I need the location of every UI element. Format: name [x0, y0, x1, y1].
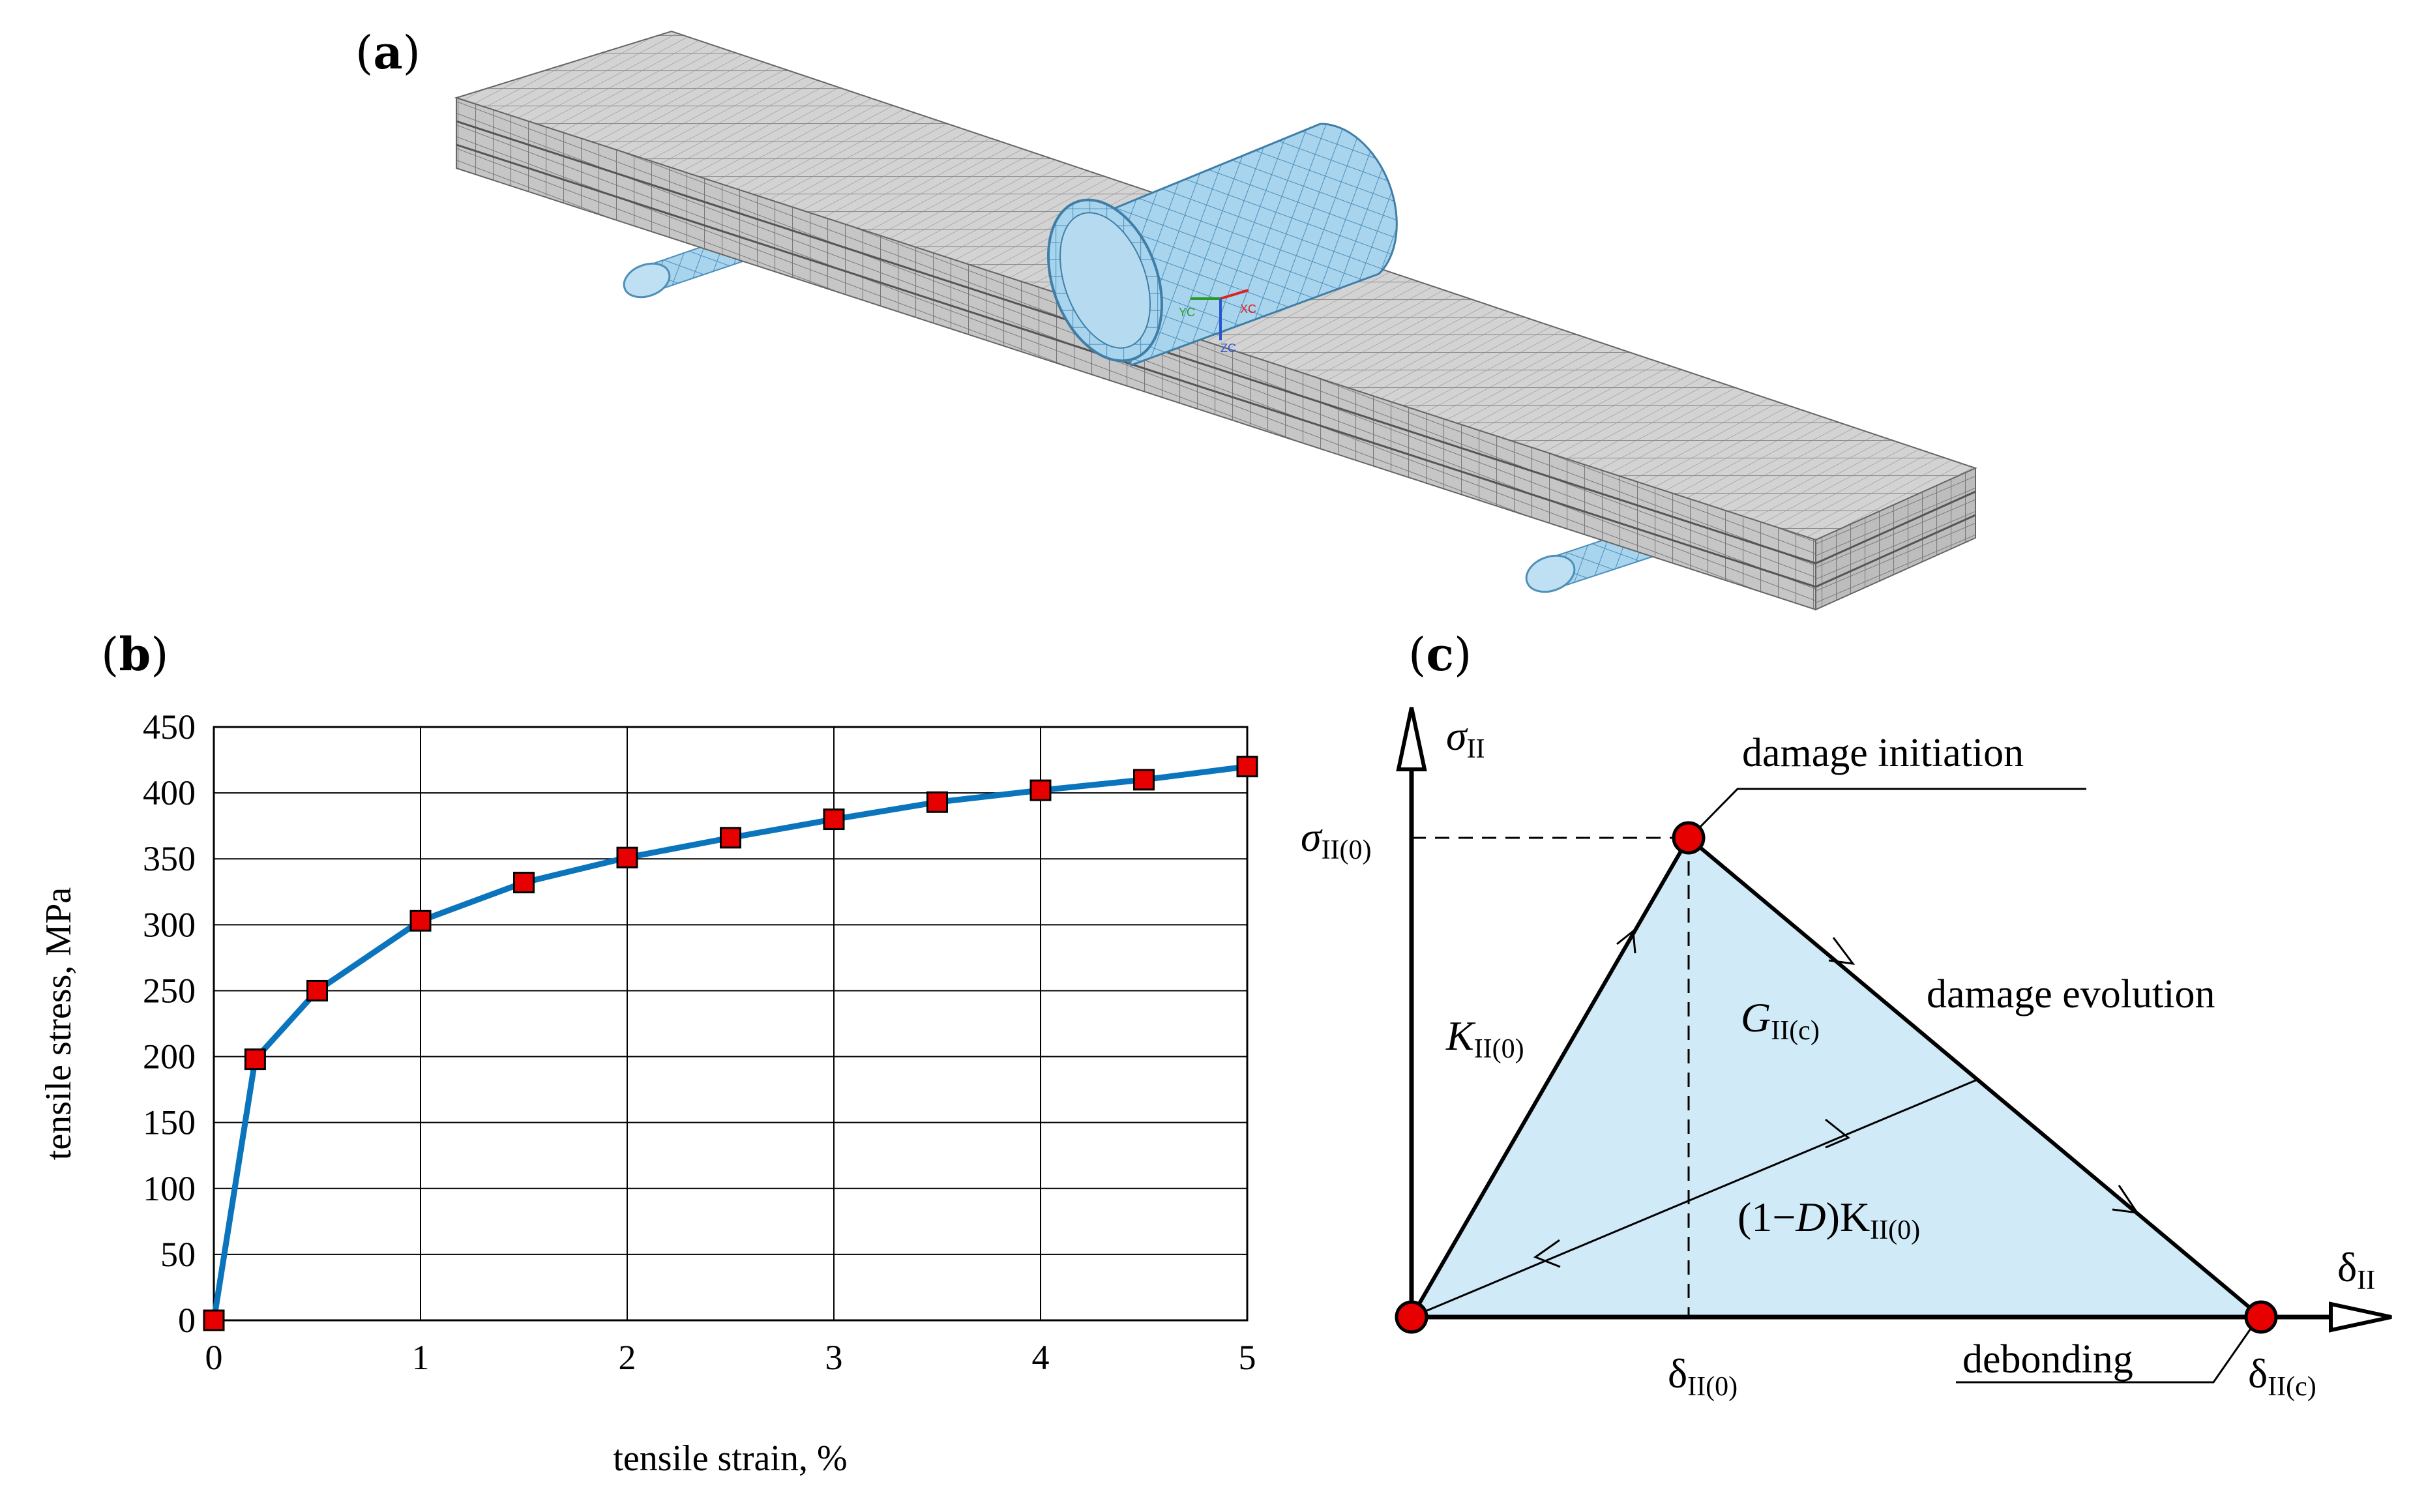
sigma-axis-label: σII: [1446, 713, 1485, 764]
coordinate-triad: XC YC ZC: [1179, 289, 1256, 355]
unloading-direction-arrow: [1533, 1239, 1561, 1268]
loading-branch: [1410, 837, 1691, 1318]
damage-evolution-label: damage evolution: [1927, 972, 2215, 1016]
y-tick-labels: 0 50 100 150 200 250 300 350 400 450: [143, 707, 196, 1340]
panel-b: (b) 0 50 100 150 200 250 300 350 400 450 0 1 2 3 4 5 t…: [38, 627, 1258, 1479]
y-tick-label: 400: [143, 773, 196, 812]
data-point-marker: [1133, 769, 1155, 791]
y-tick-label: 450: [143, 707, 196, 747]
initiation-leader: [1699, 788, 2086, 828]
x-tick-labels: 0 1 2 3 4 5: [205, 1338, 1256, 1377]
data-markers: [203, 756, 1258, 1331]
y-axis-title: tensile stress, MPa: [38, 887, 79, 1161]
triangle-fill: [1412, 838, 2261, 1317]
data-point-marker: [616, 846, 638, 868]
damage-initiation-label: damage initiation: [1742, 731, 2024, 775]
origin-point: [1395, 1300, 1428, 1334]
y-tick-label: 150: [143, 1103, 196, 1142]
softening-direction-arrow-1: [1828, 937, 1856, 965]
y-tick-label: 300: [143, 905, 196, 944]
data-point-marker: [203, 1309, 225, 1331]
deltac-label: δII(c): [2248, 1350, 2316, 1402]
panel-c: (c): [1301, 627, 2392, 1402]
stress-strain-chart: 0 50 100 150 200 250 300 350 400 450 0 1 2 3 4 5 tensi…: [38, 707, 1258, 1479]
x-axis-title: tensile strain, %: [613, 1438, 847, 1479]
reduced-stiffness-label: (1−D)KII(0): [1738, 1194, 1920, 1245]
sigma0-label: σII(0): [1301, 814, 1372, 865]
x-tick-label: 5: [1239, 1338, 1256, 1377]
x-tick-label: 2: [619, 1338, 636, 1377]
panel-b-label: (b): [101, 627, 169, 681]
triad-label-x: XC: [1240, 303, 1256, 316]
data-point-marker: [244, 1048, 266, 1071]
x-tick-label: 4: [1032, 1338, 1050, 1377]
loading-direction-arrow: [1616, 929, 1636, 954]
data-point-marker: [1236, 756, 1258, 778]
damage-initiation-point: [1672, 821, 1706, 855]
delta-axis-arrowhead: [2329, 1301, 2392, 1333]
y-tick-label: 50: [160, 1235, 196, 1274]
data-point-marker: [1029, 779, 1052, 801]
triad-label-y: YC: [1179, 306, 1195, 319]
unloading-line: [1411, 1078, 1979, 1318]
loading-cylinder: [1047, 123, 1398, 366]
data-point-marker: [823, 808, 845, 831]
x-tick-label: 1: [412, 1338, 430, 1377]
y-tick-label: 200: [143, 1037, 196, 1076]
debonding-leader: [1956, 1328, 2252, 1384]
debonding-label: debonding: [1962, 1337, 2133, 1382]
triad-label-z: ZC: [1220, 342, 1236, 355]
panel-c-label: (c): [1408, 627, 1472, 681]
chart-grid: [213, 726, 1248, 1321]
softening-branch: [1687, 836, 2262, 1319]
series-line: [211, 763, 1248, 1321]
delta0-label: δII(0): [1668, 1350, 1738, 1402]
data-point-marker: [513, 872, 535, 894]
debonding-point: [2244, 1300, 2278, 1334]
data-point-marker: [409, 910, 432, 932]
sigma-axis-arrowhead: [1396, 707, 1427, 771]
initial-stiffness-label: KII(0): [1445, 1013, 1524, 1064]
panel-a-label: (a): [355, 25, 421, 80]
y-tick-label: 100: [143, 1169, 196, 1208]
softening-direction-arrow-2: [2112, 1185, 2140, 1214]
traction-separation-law: damage initiation damage evolution debon…: [1301, 707, 2392, 1402]
fe-model: XC YC ZC: [454, 30, 1977, 611]
y-tick-label: 350: [143, 839, 196, 878]
data-point-marker: [720, 827, 741, 849]
data-point-marker: [306, 979, 328, 1001]
x-tick-label: 0: [205, 1338, 223, 1377]
delta-axis-label: δII: [2337, 1244, 2375, 1296]
fracture-energy-label: GII(c): [1741, 994, 1820, 1046]
reloading-direction-arrow: [1825, 1118, 1850, 1149]
data-point-marker: [926, 791, 948, 813]
y-tick-label: 250: [143, 971, 196, 1010]
y-tick-label: 0: [178, 1301, 196, 1340]
x-tick-label: 3: [825, 1338, 843, 1377]
plot-frame: [213, 726, 1249, 1322]
panel-a: (a): [355, 25, 1977, 611]
